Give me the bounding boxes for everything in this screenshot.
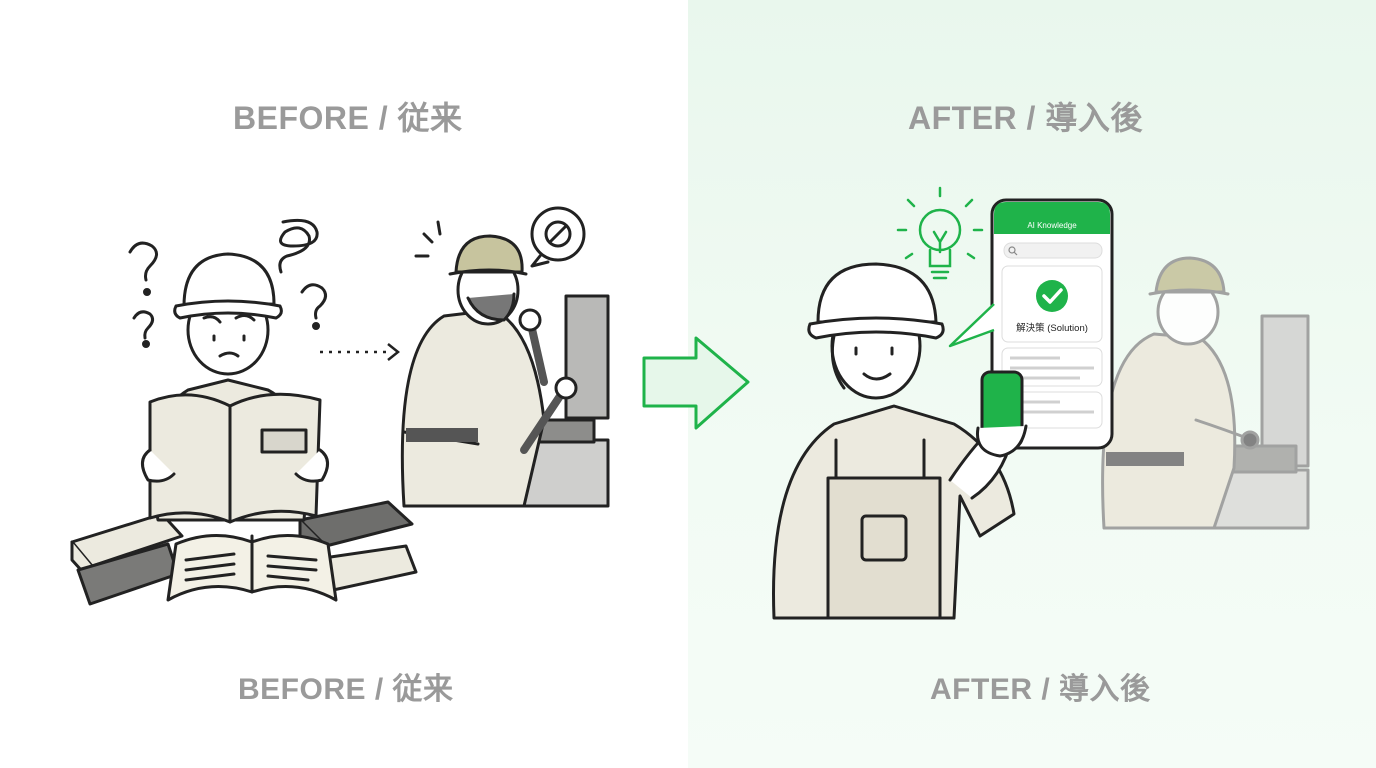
phone-app-title: AI Knowledge [1027, 221, 1077, 230]
checkmark-icon [1036, 280, 1068, 312]
scribble-icon [278, 218, 319, 274]
veteran-worker [400, 206, 610, 508]
lightbulb-icon [896, 186, 984, 280]
phone-search-input[interactable] [1003, 242, 1103, 259]
confused-worker [70, 218, 418, 606]
after-heading-top: AFTER / 導入後 [908, 100, 1143, 136]
wrench-icon [520, 376, 578, 454]
question-mark-icon [128, 241, 158, 296]
search-icon [1008, 246, 1018, 256]
wrench-icon [518, 308, 548, 386]
before-heading-bottom: BEFORE / 従来 [238, 673, 454, 706]
arrow-right-icon [320, 343, 401, 361]
no-entry-icon [530, 206, 586, 268]
happy-worker [772, 262, 1028, 620]
question-mark-icon [132, 310, 155, 348]
before-heading-top: BEFORE / 従来 [233, 100, 463, 136]
background-veteran [1101, 256, 1310, 530]
question-mark-icon [300, 283, 327, 330]
transition-arrow-icon [642, 336, 750, 430]
after-heading-bottom: AFTER / 導入後 [930, 673, 1151, 706]
phone-result-label: 解決策 (Solution) [1016, 322, 1088, 334]
phone-mockup: AI Knowledge 解決策 (Solution) [948, 198, 1114, 450]
